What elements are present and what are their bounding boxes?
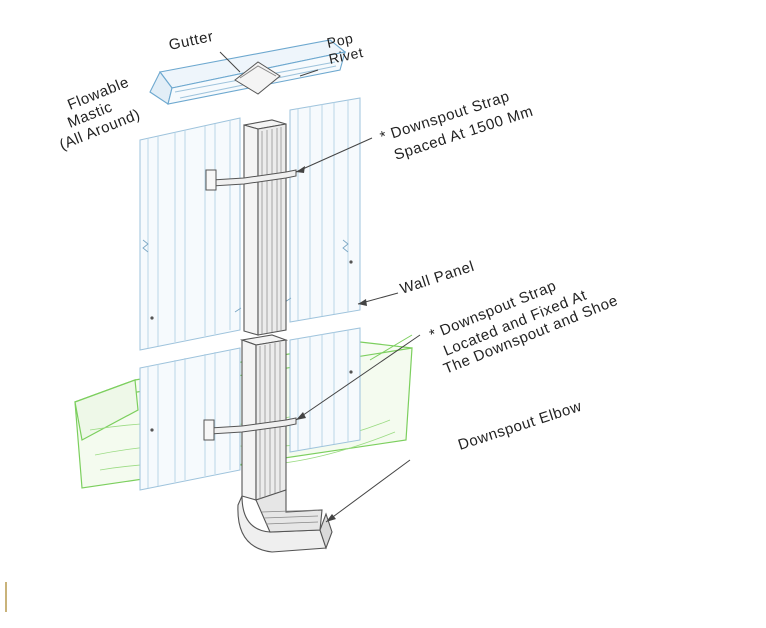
label-pop: Pop — [325, 30, 354, 51]
label-wall-panel: Wall Panel — [398, 258, 477, 298]
panel-ribs — [142, 100, 349, 488]
panel-fasteners — [150, 260, 353, 432]
label-gutter: Gutter — [167, 28, 215, 54]
label-downspout-elbow: Downspout Elbow — [456, 398, 584, 454]
label-rivet: Rivet — [327, 44, 364, 67]
gutter-outlet — [234, 61, 281, 95]
downspout-flutes — [259, 127, 319, 525]
leader-lines — [219, 51, 421, 523]
downspout-straps — [203, 169, 297, 441]
